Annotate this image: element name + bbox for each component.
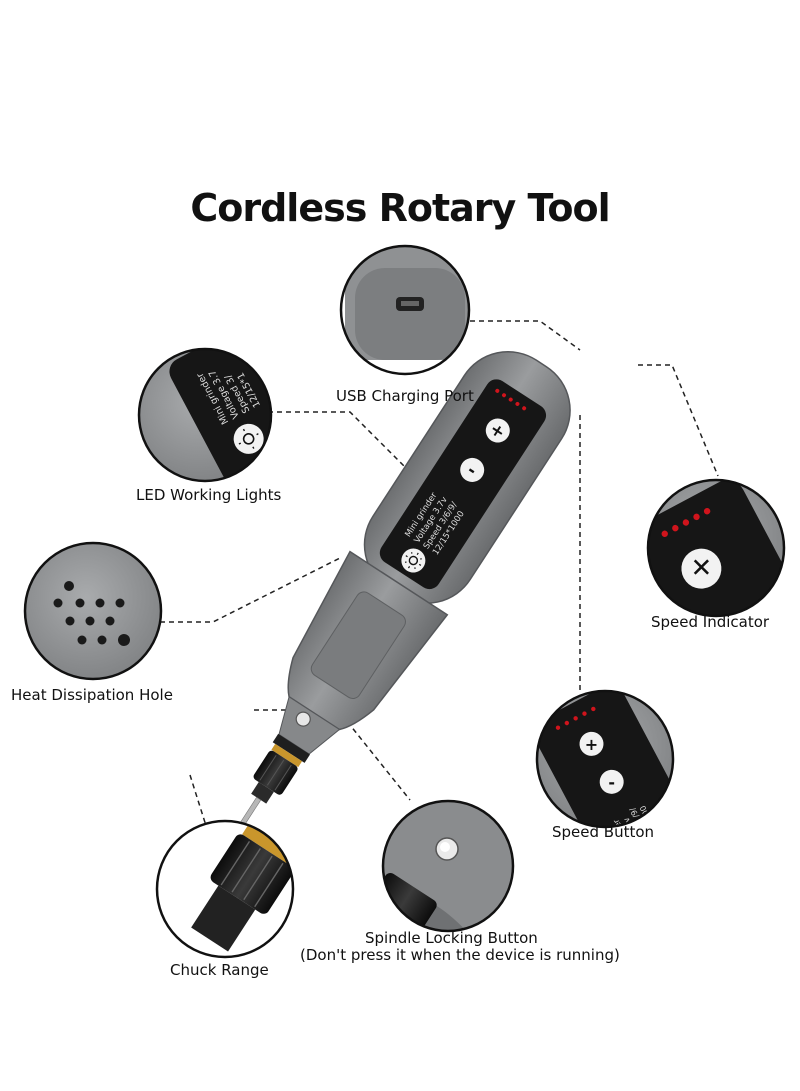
zoom-chuck	[155, 819, 295, 959]
zoom-led-lights: Mini grinder Voltage 3.7 Speed 3/ 12/15*…	[137, 347, 273, 483]
zoom-spindle-lock	[381, 799, 515, 933]
zoom-usb-port	[339, 244, 471, 376]
svg-text:+: +	[585, 735, 598, 754]
led-working-lights-label: LED Working Lights	[136, 486, 282, 504]
zoom-speed-indicator: ✕	[646, 478, 786, 618]
svg-text:-: -	[608, 773, 615, 792]
speed-indicator-label: Speed Indicator	[651, 613, 770, 631]
usb-charging-port-label: USB Charging Port	[336, 387, 474, 405]
page-title: Cordless Rotary Tool	[190, 186, 610, 230]
heat-dissipation-hole-label: Heat Dissipation Hole	[11, 686, 173, 704]
zoom-speed-button: + - inder 3.7v 3/6/9/ 1000	[535, 689, 675, 840]
chuck-range-label: Chuck Range	[170, 961, 269, 979]
spindle-warning-label: (Don't press it when the device is runni…	[300, 946, 620, 964]
svg-text:inder: inder	[611, 817, 629, 840]
spindle-locking-button-label: Spindle Locking Button	[365, 929, 538, 947]
zoom-heat-holes	[23, 541, 163, 681]
speed-button-label: Speed Button	[552, 823, 655, 841]
svg-text:✕: ✕	[690, 554, 712, 584]
rotary-tool: + - Mini grinder Voltage 3.7v Speed 3/6/…	[204, 351, 571, 876]
